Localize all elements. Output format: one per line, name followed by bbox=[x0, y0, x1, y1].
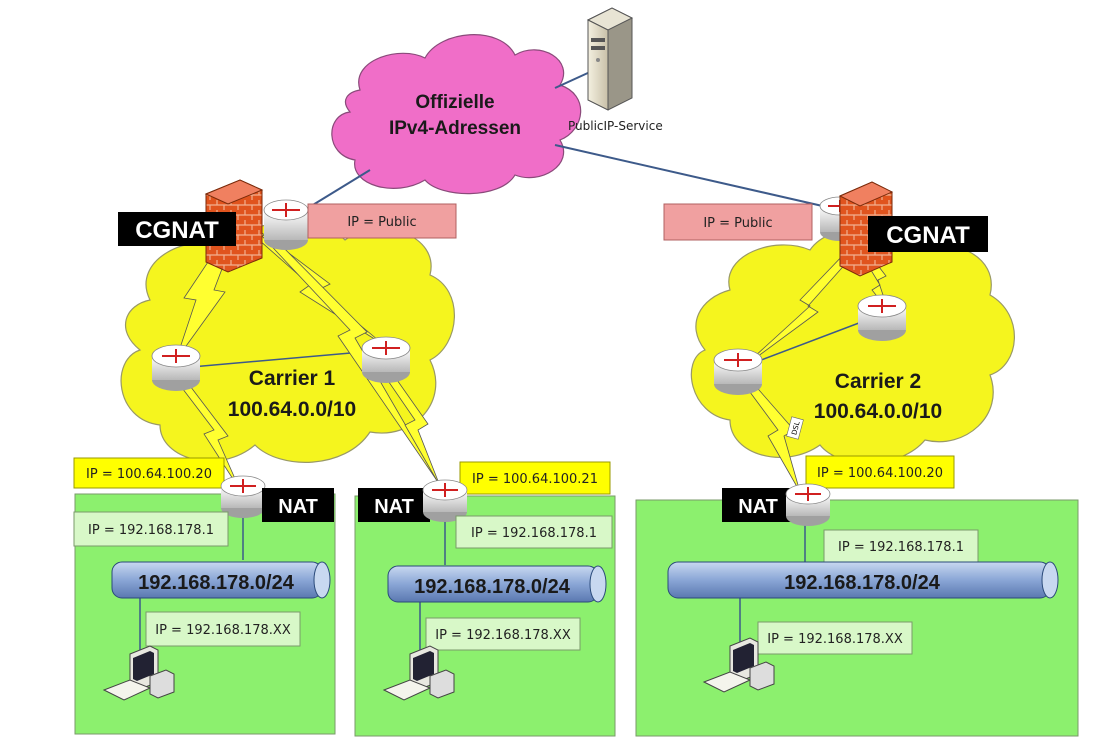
nat-label-lan1: NAT bbox=[278, 496, 318, 518]
router-ip-text-lan1: IP = 192.168.178.1 bbox=[88, 523, 214, 538]
internet-label-line1: Offizielle bbox=[415, 92, 494, 113]
cgnat-label-carrier2: CGNAT bbox=[886, 222, 970, 249]
firewall-icon-carrier2 bbox=[838, 181, 894, 277]
link-internet-cgnat2 bbox=[554, 144, 841, 211]
dsl-link-cgnat1-lan2 bbox=[261, 233, 443, 489]
router-icon-cgnat1 bbox=[263, 199, 309, 250]
nat-badge-lan2 bbox=[358, 488, 430, 522]
nat-label-lan3: NAT bbox=[738, 496, 778, 518]
computer-icon-lan3 bbox=[702, 637, 775, 693]
client-ip-box-lan1 bbox=[145, 611, 301, 647]
router-icon-lan1 bbox=[220, 475, 266, 518]
subnet-label-lan3: 192.168.178.0/24 bbox=[784, 572, 941, 594]
cgnat-label-carrier1: CGNAT bbox=[135, 217, 219, 244]
router-ip-box-lan2 bbox=[455, 515, 613, 549]
wan-ip-box-lan1 bbox=[73, 457, 225, 489]
router-icon-carrier2-b bbox=[857, 294, 907, 341]
router-icon-carrier2-a bbox=[713, 348, 763, 395]
client-ip-box-lan3 bbox=[757, 621, 913, 655]
public-ip-box-carrier2 bbox=[663, 203, 813, 241]
carrier1-name: Carrier 1 bbox=[249, 367, 336, 390]
carrier1-subnet: 100.64.0.0/10 bbox=[228, 398, 356, 421]
nat-label-lan2: NAT bbox=[374, 496, 414, 518]
link-internet-server bbox=[554, 71, 591, 89]
public-ip-box-carrier1 bbox=[307, 203, 457, 239]
dsl-link-r1-lan3 bbox=[743, 381, 801, 493]
computer-icon-lan1 bbox=[102, 645, 175, 701]
dsl-tag: DSL bbox=[786, 416, 804, 440]
wan-ip-text-lan1: IP = 100.64.100.20 bbox=[86, 467, 212, 482]
wan-ip-box-lan3 bbox=[805, 455, 955, 489]
server-label: PublicIP-Service bbox=[568, 119, 663, 133]
subnet-label-lan1: 192.168.178.0/24 bbox=[138, 572, 295, 594]
router-icon-carrier1-b bbox=[361, 336, 411, 383]
server-icon bbox=[586, 7, 634, 111]
nat-badge-lan3 bbox=[722, 488, 794, 522]
router-icon-lan3 bbox=[785, 483, 831, 526]
wan-ip-text-lan2: IP = 100.64.100.21 bbox=[472, 472, 598, 487]
internet-cloud bbox=[331, 34, 582, 195]
public-ip-text-carrier1: IP = Public bbox=[347, 215, 416, 230]
subnet-label-lan2: 192.168.178.0/24 bbox=[414, 576, 571, 598]
public-ip-text-carrier2: IP = Public bbox=[703, 216, 772, 231]
router-icon-lan2 bbox=[422, 479, 468, 522]
client-ip-text-lan3: IP = 192.168.178.XX bbox=[767, 632, 903, 647]
router-ip-box-lan1 bbox=[73, 511, 229, 547]
client-ip-box-lan2 bbox=[425, 617, 581, 651]
client-ip-text-lan1: IP = 192.168.178.XX bbox=[155, 623, 291, 638]
network-bus-lan1 bbox=[111, 561, 331, 599]
router-ip-box-lan3 bbox=[823, 529, 979, 563]
network-bus-lan2 bbox=[387, 565, 607, 603]
router-icon-carrier1-a bbox=[151, 344, 201, 391]
nat-badge-lan1 bbox=[262, 488, 334, 522]
wan-ip-box-lan2 bbox=[459, 461, 611, 495]
router-ip-text-lan3: IP = 192.168.178.1 bbox=[838, 540, 964, 555]
router-ip-text-lan2: IP = 192.168.178.1 bbox=[471, 526, 597, 541]
client-ip-text-lan2: IP = 192.168.178.XX bbox=[435, 628, 571, 643]
wan-ip-text-lan3: IP = 100.64.100.20 bbox=[817, 466, 943, 481]
link-carrier2-internal bbox=[739, 314, 881, 369]
cgnat-badge-carrier2 bbox=[868, 216, 988, 252]
computer-icon-lan2 bbox=[382, 645, 455, 701]
network-bus-lan3 bbox=[667, 561, 1059, 599]
carrier2-name: Carrier 2 bbox=[835, 370, 921, 393]
carrier2-subnet: 100.64.0.0/10 bbox=[814, 400, 942, 423]
svg-text:DSL: DSL bbox=[790, 420, 801, 435]
cgnat-badge-carrier1 bbox=[118, 212, 236, 246]
internet-label-line2: IPv4-Adressen bbox=[389, 118, 521, 139]
